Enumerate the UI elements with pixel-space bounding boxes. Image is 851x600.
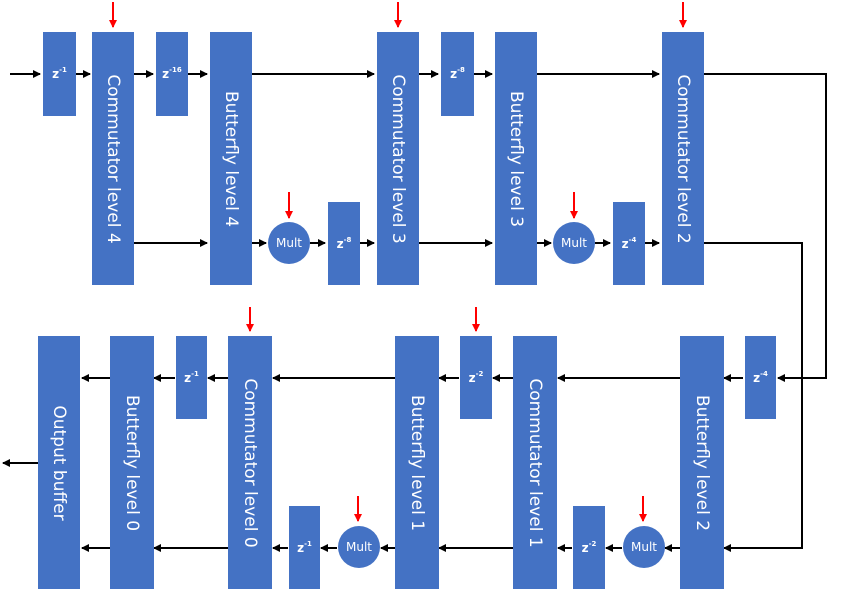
delay-exponent: -2	[475, 369, 484, 378]
delay-exponent: -4	[760, 369, 768, 378]
delay-z1-upper: z-1	[176, 336, 207, 419]
block-label: Commutator level 3	[388, 73, 408, 244]
commutator-level-0: Commutator level 0	[228, 336, 272, 589]
delay-z4-bottom: z-4	[745, 336, 776, 419]
multiplier: Mult	[338, 526, 380, 568]
output-buffer: Output buffer	[38, 336, 80, 589]
delay-z1-top: z-1	[43, 32, 76, 116]
delay-base: z	[184, 370, 192, 385]
wrap-arrow-upper	[704, 73, 827, 382]
block-label: Commutator level 2	[673, 73, 693, 244]
delay-exponent: -8	[343, 235, 352, 244]
block-label: Butterfly level 4	[221, 90, 241, 227]
delay-exponent: -16	[169, 66, 182, 74]
butterfly-level-3: Butterfly level 3	[495, 32, 537, 285]
butterfly-level-2: Butterfly level 2	[680, 336, 724, 589]
delay-exponent: -4	[628, 235, 637, 244]
delay-base: z	[336, 236, 344, 251]
delay-exponent: -8	[457, 66, 465, 74]
butterfly-level-0: Butterfly level 0	[110, 336, 154, 589]
block-label: Butterfly level 1	[407, 394, 427, 531]
delay-z2-lower: z-2	[573, 506, 605, 589]
delay-z16: z-16	[156, 32, 188, 116]
multiplier: Mult	[623, 526, 665, 568]
multiplier: Mult	[268, 222, 310, 264]
block-label: Butterfly level 2	[692, 394, 712, 531]
commutator-level-1: Commutator level 1	[513, 336, 557, 589]
delay-exponent: -2	[588, 539, 597, 548]
delay-z1-lower: z-1	[289, 506, 320, 589]
delay-exponent: -1	[191, 369, 199, 378]
delay-exponent: -1	[304, 539, 312, 548]
delay-base: z	[468, 370, 476, 385]
block-label: Commutator level 4	[103, 73, 123, 244]
delay-base: z	[621, 236, 629, 251]
delay-z2-upper: z-2	[460, 336, 492, 419]
block-label: Commutator level 1	[525, 377, 545, 548]
commutator-level-2: Commutator level 2	[662, 32, 704, 285]
butterfly-level-4: Butterfly level 4	[210, 32, 252, 285]
commutator-level-4: Commutator level 4	[92, 32, 134, 285]
multiplier: Mult	[553, 222, 595, 264]
delay-base: z	[450, 67, 458, 81]
block-label: Butterfly level 0	[122, 394, 142, 531]
delay-z8-upper: z-8	[441, 32, 474, 116]
delay-exponent: -1	[59, 66, 67, 74]
butterfly-level-1: Butterfly level 1	[395, 336, 439, 589]
wrap-arrow-lower	[704, 242, 803, 552]
delay-z8-lower: z-8	[328, 202, 360, 285]
commutator-level-3: Commutator level 3	[377, 32, 419, 285]
block-label: Output buffer	[49, 404, 69, 521]
block-label: Butterfly level 3	[506, 90, 526, 227]
delay-z4-top: z-4	[613, 202, 645, 285]
delay-base: z	[297, 540, 305, 555]
delay-base: z	[581, 540, 589, 555]
delay-base: z	[753, 370, 761, 385]
delay-base: z	[162, 67, 170, 81]
block-label: Commutator level 0	[240, 377, 260, 548]
delay-base: z	[52, 67, 60, 81]
